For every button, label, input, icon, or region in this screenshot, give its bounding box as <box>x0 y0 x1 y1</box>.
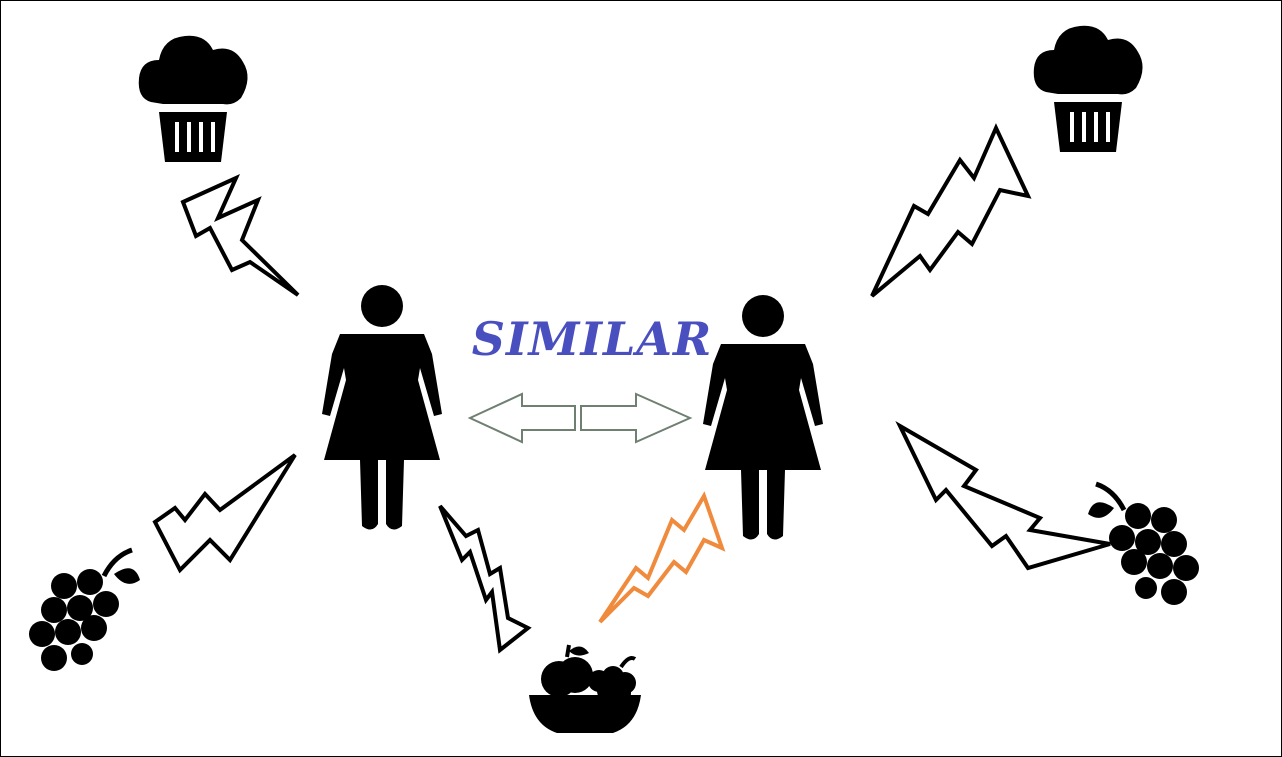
cupcake-left-icon <box>138 35 248 162</box>
bolt-cupcake-right <box>870 123 1032 298</box>
bolt-grapes-right <box>895 420 1111 571</box>
person-right-icon <box>703 295 823 540</box>
bolt-grapes-left <box>152 453 297 574</box>
cupcake-right-icon <box>1033 25 1143 152</box>
grapes-left-icon <box>29 550 140 671</box>
person-left-icon <box>322 285 442 530</box>
fruit-basket-icon <box>527 643 643 735</box>
bolt-basket-left <box>438 504 532 654</box>
similar-label: SIMILAR <box>472 312 712 366</box>
bolt-basket-right-highlight <box>598 491 726 624</box>
bolt-cupcake-left <box>180 173 300 297</box>
double-arrow-icon <box>467 392 693 444</box>
